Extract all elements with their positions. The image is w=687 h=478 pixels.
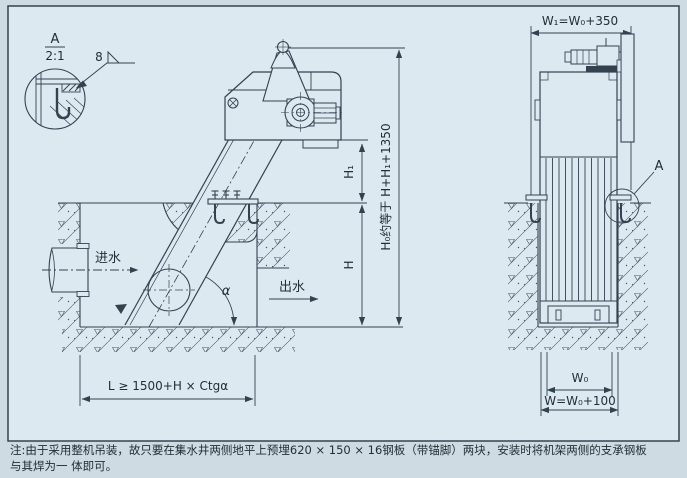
angle-label: α: [222, 284, 231, 299]
inlet-label: 进水: [95, 251, 121, 266]
dim-w1-label: W₁=W₀+350: [542, 14, 618, 28]
discharge-side-plate: [620, 33, 635, 143]
weld-detail-a: [24, 46, 135, 130]
anchor-plate: [207, 190, 259, 225]
dim-l-label: L ≥ 1500+H × Ctgα: [108, 379, 228, 393]
weld-leader-arrow: [75, 80, 87, 89]
screen-frame-front: [534, 33, 635, 324]
fillet-weld-symbol-icon: [107, 50, 121, 64]
lifting-lug: [534, 99, 541, 121]
band-tip-marker: [115, 304, 127, 314]
head-housing: [224, 39, 344, 149]
detail-a-title: A: [51, 32, 60, 47]
detail-a-scale: 2:1: [45, 49, 64, 63]
front-view: W₁=W₀+350: [504, 14, 664, 416]
detail-a-callout-circle: [604, 188, 640, 224]
dim-h0-label: H₀约等于 H+H₁+1350: [378, 123, 393, 250]
dim-w0-label: W₀: [572, 371, 589, 385]
anchor-hook-icon: [248, 204, 259, 225]
note-line-1: 注:由于采用整机吊装，故只要在集水井两侧地平上预埋620 × 150 × 16钢…: [10, 443, 647, 457]
dim-h-label: H: [342, 260, 356, 269]
side-view-dimensions: [79, 47, 405, 406]
anchor-hook-icon: [214, 204, 225, 225]
angle-arc: [205, 276, 238, 326]
front-motor: [564, 38, 625, 72]
detail-a-leader: [633, 171, 655, 195]
detail-ref-a: A: [655, 159, 664, 174]
note-line-2: 与其焊为一 体即可。: [10, 459, 117, 473]
grid-bars: [545, 158, 612, 301]
width-dimensions: [540, 352, 619, 416]
dim-h1-label: H₁: [342, 165, 356, 179]
front-pit: [504, 202, 651, 350]
outlet-label: 出水: [279, 280, 305, 295]
dim-w-label: W=W₀+100: [544, 394, 616, 408]
bottom-box: [547, 305, 610, 324]
support-brackets: [525, 194, 632, 224]
anchor-hook-icon: [620, 203, 631, 224]
weld-size: 8: [95, 50, 103, 64]
anchor-hook-icon: [530, 203, 541, 224]
side-view: 进水: [42, 39, 405, 406]
idler-pulley: [227, 97, 239, 109]
